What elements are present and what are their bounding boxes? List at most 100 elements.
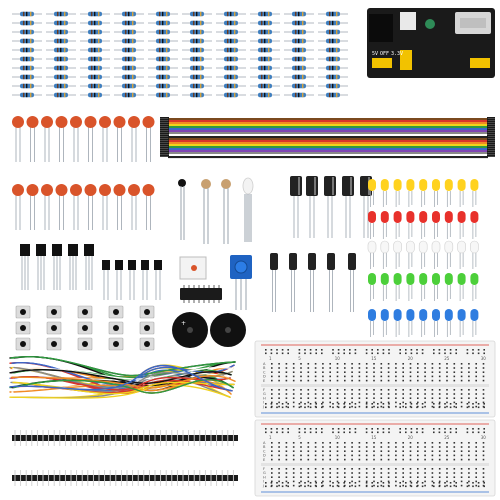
terminal-hole <box>292 363 295 365</box>
terminal-hole <box>351 367 353 369</box>
column-number: 5 <box>298 435 301 440</box>
resistor-band <box>166 83 168 89</box>
tact-switch-button-icon <box>113 309 119 315</box>
terminal-hole <box>351 371 353 373</box>
terminal-hole <box>358 367 361 369</box>
terminal-hole <box>395 442 397 444</box>
terminal-hole <box>336 363 339 365</box>
rail-hole <box>455 431 457 434</box>
terminal-hole <box>285 484 288 487</box>
ribbon-wire <box>168 128 488 131</box>
rail-hole <box>371 482 373 484</box>
rail-hole <box>466 428 469 430</box>
terminal-hole <box>395 375 397 378</box>
terminal-hole <box>417 458 419 461</box>
ribbon-connector <box>160 123 169 125</box>
resistor-band <box>329 92 331 98</box>
ceramic-capacitor-icon <box>70 184 82 196</box>
terminal-hole <box>431 446 434 448</box>
rail-hole <box>438 482 441 484</box>
terminal-hole <box>278 375 280 378</box>
resistor-band <box>128 11 130 17</box>
usb-inner <box>460 18 486 28</box>
row-letter: C <box>263 449 266 453</box>
rail-hole <box>466 406 469 409</box>
terminal-hole <box>446 476 448 478</box>
terminal-hole <box>336 405 339 408</box>
resistor-band <box>94 11 96 17</box>
rail-hole <box>483 352 485 355</box>
resistor-band <box>23 74 25 80</box>
resistor-band <box>196 47 198 53</box>
resistor-band <box>91 38 93 44</box>
column-number: 20 <box>408 356 414 361</box>
ribbon-connector <box>160 141 169 143</box>
resistor-band <box>196 38 198 44</box>
terminal-hole <box>387 367 390 369</box>
terminal-hole <box>278 397 280 399</box>
terminal-hole <box>468 442 470 444</box>
resistor-band <box>302 47 304 53</box>
resistor-band <box>268 29 270 35</box>
electrolytic-capacitors <box>270 176 372 312</box>
terminal-hole <box>365 397 368 399</box>
terminal-hole <box>438 458 441 461</box>
terminal-hole <box>482 468 485 470</box>
terminal-hole <box>475 472 477 474</box>
terminal-hole <box>307 458 310 461</box>
terminal-hole <box>387 375 390 378</box>
resistor-band <box>295 47 297 53</box>
resistor-band <box>159 29 161 35</box>
resistor-band <box>329 38 331 44</box>
led-blue-icon <box>444 309 453 321</box>
small-transistor-icon <box>102 260 110 270</box>
resistor-band <box>196 74 198 80</box>
rail-hole <box>298 406 301 409</box>
terminal-hole <box>358 484 361 487</box>
terminal-hole <box>468 472 470 474</box>
rail-hole <box>276 403 278 405</box>
resistor-band <box>295 56 297 62</box>
rail-hole <box>337 352 340 355</box>
resistor-band <box>264 56 266 62</box>
ic-pin <box>213 300 215 303</box>
terminal-hole <box>482 484 485 487</box>
terminal-hole <box>446 446 448 448</box>
resistor-band <box>298 11 300 17</box>
terminal-hole <box>329 472 331 474</box>
terminal-hole <box>395 480 397 483</box>
rail-hole <box>315 403 317 405</box>
terminal-hole <box>373 405 375 408</box>
electro-stripe <box>332 177 334 195</box>
resistor-band <box>196 20 198 26</box>
terminal-hole <box>314 484 317 487</box>
terminal-hole <box>358 401 361 404</box>
resistor-band <box>200 65 202 71</box>
resistor-band <box>230 20 232 26</box>
terminal-hole <box>285 405 288 408</box>
terminal-hole <box>417 393 419 395</box>
ribbon-connector <box>487 149 495 151</box>
terminal-hole <box>271 458 273 461</box>
rail-hole <box>382 403 385 405</box>
resistor-band <box>125 65 127 71</box>
terminal-hole <box>446 480 448 483</box>
terminal-hole <box>446 397 448 399</box>
rail-hole <box>371 428 373 430</box>
resistor-band <box>261 83 263 89</box>
rail-hole <box>382 431 385 434</box>
terminal-hole <box>475 367 477 369</box>
terminal-hole <box>307 401 310 404</box>
rail-hole <box>332 352 334 355</box>
terminal-hole <box>409 389 412 391</box>
rail-hole <box>371 403 373 405</box>
terminal-hole <box>468 371 470 373</box>
resistor-band <box>234 56 236 62</box>
resistor-band <box>26 20 28 26</box>
resistor-band <box>162 56 164 62</box>
ribbon-connector <box>487 123 495 125</box>
resistor-band <box>298 47 300 53</box>
terminal-hole <box>417 480 419 483</box>
rail-hole <box>377 349 379 351</box>
rail-hole <box>477 349 480 351</box>
